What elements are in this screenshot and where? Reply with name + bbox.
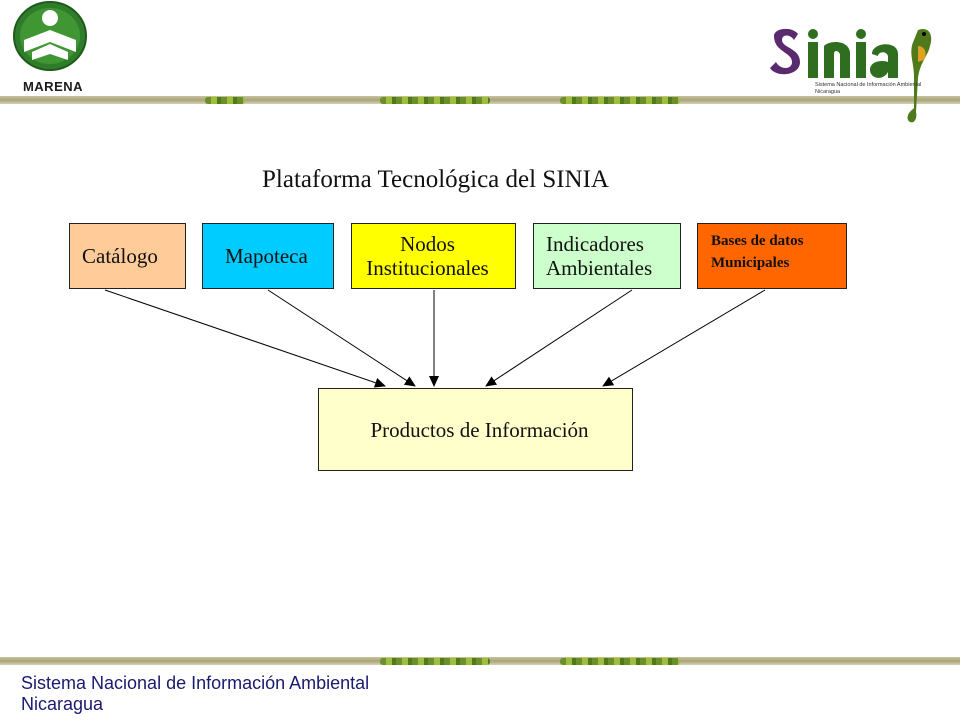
diagram-title: Plataforma Tecnológica del SINIA	[262, 166, 609, 193]
marena-logo-icon	[13, 1, 87, 71]
footer-line-1: Sistema Nacional de Información Ambienta…	[21, 673, 370, 693]
node-productos-informacion: Productos de Información	[318, 388, 633, 471]
footer-line-2: Nicaragua	[21, 694, 104, 714]
node-catalogo-label: Catálogo	[82, 244, 158, 268]
footer-band-accent	[560, 658, 680, 665]
node-bases-label: Bases de datos Municipales	[711, 230, 804, 274]
sinia-subtitle-line2: Nicaragua	[815, 89, 841, 95]
node-bases-municipales: Bases de datos Municipales	[697, 223, 847, 289]
node-nodos-label-line2: Institucionales	[366, 256, 489, 280]
node-bases-label-line1: Bases de datos	[711, 233, 804, 249]
node-indicadores-label: Indicadores Ambientales	[546, 232, 652, 280]
edge-mapoteca-productos	[267, 289, 416, 387]
sinia-logo-icon	[770, 28, 932, 123]
node-mapoteca: Mapoteca	[202, 223, 334, 289]
header-band-accent	[380, 97, 490, 104]
sinia-subtitle-line1: Sistema Nacional de Información Ambienta…	[815, 82, 922, 88]
sinia-subtitle: Sistema Nacional de Información Ambienta…	[815, 82, 935, 96]
edge-catalogo-productos	[104, 289, 386, 388]
node-nodos-label-line1: Nodos	[400, 232, 455, 256]
header-band-accent	[205, 97, 245, 104]
node-nodos-institucionales: Nodos Institucionales	[351, 223, 516, 289]
node-indicadores-label-line1: Indicadores	[546, 232, 644, 256]
node-bases-label-line2: Municipales	[711, 255, 790, 271]
node-catalogo: Catálogo	[69, 223, 186, 289]
node-mapoteca-label: Mapoteca	[225, 244, 308, 268]
footer-band-accent	[380, 658, 490, 665]
node-indicadores-ambientales: Indicadores Ambientales	[533, 223, 681, 289]
node-productos-label: Productos de Información	[370, 417, 589, 442]
node-nodos-label: Nodos Institucionales	[352, 232, 503, 280]
edge-indicadores-productos	[485, 289, 633, 387]
header-band-accent	[560, 97, 680, 104]
edge-bases-productos	[602, 289, 766, 387]
node-indicadores-label-line2: Ambientales	[546, 256, 653, 280]
marena-label: MARENA	[22, 79, 84, 94]
